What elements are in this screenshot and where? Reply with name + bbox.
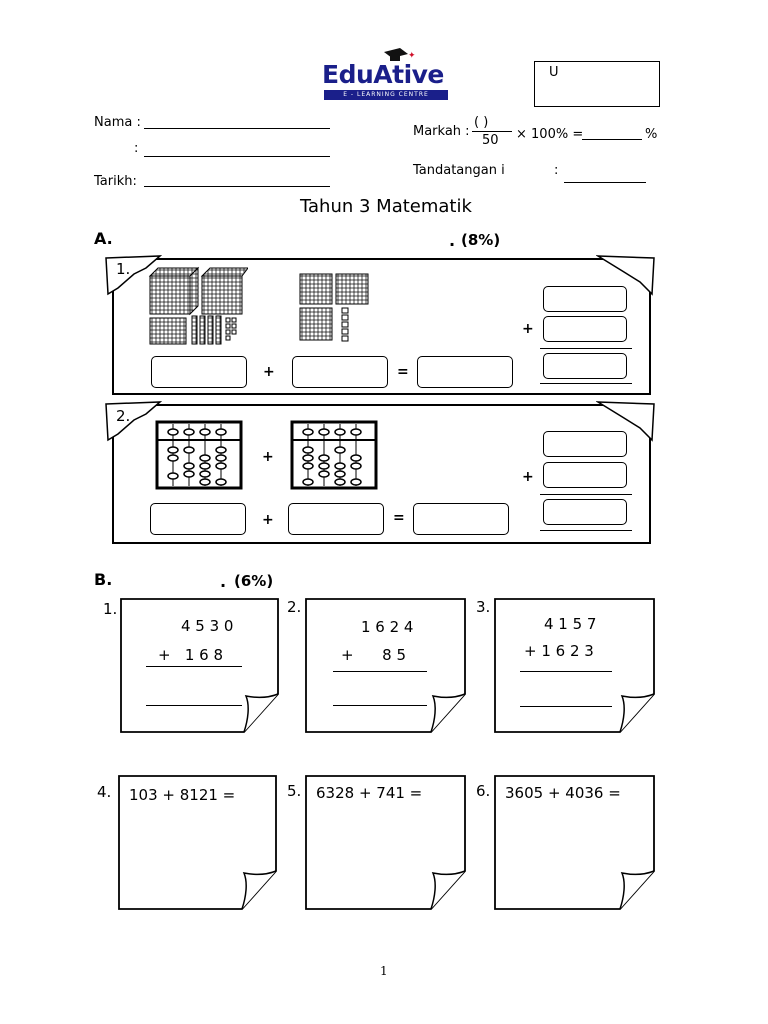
column-line-a1 <box>540 348 632 349</box>
markah-formula: × 100% = <box>516 127 584 142</box>
tarikh-label: Tarikh: <box>94 174 137 189</box>
column-line-a2-bottom <box>540 530 632 531</box>
abacus-right-icon <box>290 420 378 490</box>
b1-top-number: 4 5 3 0 <box>181 617 234 635</box>
column-plus-sign: + <box>522 469 534 485</box>
markah-denominator: 50 <box>482 133 499 148</box>
question-a1-panel <box>112 258 651 395</box>
answer-box-a2-addend1[interactable] <box>150 503 246 535</box>
column-line-a2 <box>540 494 632 495</box>
nama-field[interactable] <box>144 128 330 129</box>
b4-expression: 103 + 8121 = <box>129 786 236 804</box>
b2-sum-line <box>333 671 427 672</box>
markah-label: Markah : <box>413 124 470 139</box>
curled-note-icon <box>494 775 655 910</box>
section-b-dot: . <box>220 572 227 591</box>
answer-box-a1-addend1[interactable] <box>151 356 247 388</box>
column-box-a2-result[interactable] <box>543 499 627 525</box>
curled-note-icon <box>305 775 466 910</box>
corner-box: U <box>534 61 660 107</box>
sticky-note-b2 <box>305 598 467 734</box>
torn-corner-left-icon <box>105 401 162 442</box>
section-a-dot: . <box>449 231 456 250</box>
blank-field[interactable] <box>144 156 330 157</box>
b1-sum-line <box>146 666 242 667</box>
tandatangan-label: Tandatangan i <box>413 163 505 178</box>
b2-bottom-number: + 8 5 <box>341 646 407 664</box>
curled-note-icon <box>494 598 655 733</box>
section-b-marks: (6%) <box>234 572 274 590</box>
b3-bottom-number: + 1 6 2 3 <box>524 642 594 660</box>
abacus-left-icon <box>155 420 243 490</box>
tarikh-field[interactable] <box>144 186 330 187</box>
percent-field[interactable] <box>582 139 642 140</box>
plus-sign: + <box>263 364 275 380</box>
curled-note-icon <box>118 775 277 910</box>
column-box-a2-top[interactable] <box>543 431 627 457</box>
b3-sum-line <box>520 671 612 672</box>
answer-box-a1-sum[interactable] <box>417 356 513 388</box>
torn-corner-right-icon <box>596 255 655 296</box>
sticky-note-b6 <box>494 775 656 911</box>
page-title: Tahun 3 Matematik <box>300 196 472 217</box>
b2-top-number: 1 6 2 4 <box>361 618 414 636</box>
logo: ✦ EduAtive E - LEARNING CENTRE <box>322 48 452 106</box>
column-box-a1-middle[interactable] <box>543 316 627 342</box>
answer-box-a1-addend2[interactable] <box>292 356 388 388</box>
percent-sign: % <box>645 127 658 142</box>
logo-sub-banner: E - LEARNING CENTRE <box>324 90 448 100</box>
sticky-note-b3 <box>494 598 656 734</box>
question-b3-number: 3. <box>476 598 491 616</box>
b1-answer-line[interactable] <box>146 705 242 706</box>
markah-paren: ( ) <box>474 115 489 130</box>
tandatangan-field[interactable] <box>564 182 646 183</box>
column-box-a2-middle[interactable] <box>543 462 627 488</box>
question-a2-number: 2. <box>116 407 131 425</box>
graduation-cap-icon: ✦ <box>384 48 416 61</box>
question-b4-number: 4. <box>97 783 112 801</box>
question-b1-number: 1. <box>103 600 118 618</box>
sticky-note-b1 <box>120 598 280 734</box>
logo-main-text: EduAtive <box>322 60 444 89</box>
b5-expression: 6328 + 741 = <box>316 784 423 802</box>
base-ten-blocks-right <box>299 273 369 342</box>
tandatangan-colon: : <box>554 163 559 178</box>
sticky-note-b4 <box>118 775 278 911</box>
b3-answer-line[interactable] <box>520 706 612 707</box>
b1-bottom-number: + 1 6 8 <box>158 646 224 664</box>
b2-answer-line[interactable] <box>333 705 427 706</box>
colon-label: : <box>134 141 139 156</box>
svg-text:✦: ✦ <box>408 51 416 61</box>
question-a1-number: 1. <box>116 260 131 278</box>
base-ten-blocks-left <box>148 266 248 345</box>
section-b-letter: B. <box>94 570 113 589</box>
nama-label: Nama : <box>94 115 141 130</box>
equals-sign: = <box>397 364 409 380</box>
fraction-bar <box>472 131 512 132</box>
answer-box-a2-addend2[interactable] <box>288 503 384 535</box>
column-line-a1-bottom <box>540 383 632 384</box>
question-b6-number: 6. <box>476 782 491 800</box>
question-b2-number: 2. <box>287 598 302 616</box>
b6-expression: 3605 + 4036 = <box>505 784 621 802</box>
column-plus-sign: + <box>522 321 534 337</box>
torn-corner-left-icon <box>105 255 162 296</box>
page-number: 1 <box>380 964 388 978</box>
torn-corner-right-icon <box>596 401 655 442</box>
answer-box-a2-sum[interactable] <box>413 503 509 535</box>
question-a2-panel <box>112 404 651 544</box>
column-box-a1-result[interactable] <box>543 353 627 379</box>
plus-sign: + <box>262 512 274 528</box>
section-a-letter: A. <box>94 229 113 248</box>
curled-note-icon <box>305 598 466 733</box>
equals-sign: = <box>393 510 405 526</box>
sticky-note-b5 <box>305 775 467 911</box>
plus-sign: + <box>262 449 274 465</box>
corner-box-text: U <box>549 65 559 80</box>
column-box-a1-top[interactable] <box>543 286 627 312</box>
b3-top-number: 4 1 5 7 <box>544 615 597 633</box>
question-b5-number: 5. <box>287 782 302 800</box>
section-a-marks: (8%) <box>461 231 501 249</box>
curled-note-icon <box>120 598 279 733</box>
